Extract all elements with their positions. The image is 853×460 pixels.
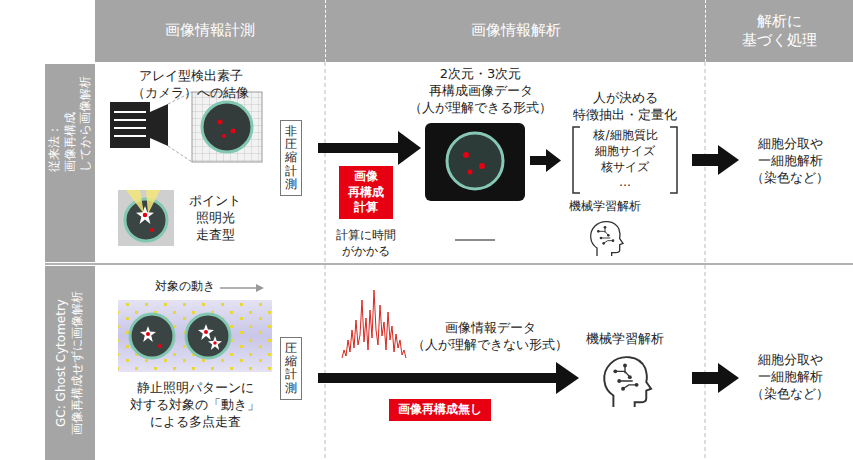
measure-box: 圧縮計測 [280, 337, 302, 400]
header-cell: 解析に 基づく処理 [705, 0, 853, 62]
text-label: 2次元・3次元 再構成画像データ （人が理解できる形式） [408, 66, 553, 117]
rotated-label: GC: Ghost Cytometry画像再構成せずに画像解析 [54, 291, 85, 435]
node-text: GC: Ghost Cytometry [54, 291, 70, 435]
node-text: 画像再構成無し [397, 402, 483, 418]
header-cell: 画像情報解析 [325, 0, 705, 62]
text-label: 核サイズ [600, 160, 650, 176]
vertical-text: 非圧縮計測 [285, 125, 297, 191]
text-label: 細胞分取や 一細胞解析 （染色など） [750, 136, 830, 187]
text-label: 細胞サイズ [594, 144, 656, 160]
node-text: 画像 再構成 計算 [347, 169, 385, 216]
text-label: 静止照明パターンに 対する対象の「動き」 による多点走査 [129, 380, 261, 431]
text-label: 細胞分取や 一細胞解析 （染色など） [750, 352, 830, 403]
node-text: 従来法：画像再構成 してから画像解析 [47, 154, 94, 172]
node-text: 画像情報計測 [164, 21, 256, 41]
header-cell: 画像情報計測 [95, 0, 325, 62]
text-label: 機械学習解析 [585, 331, 665, 348]
text-label: 人が決める 特徴抽出・定量化 [572, 90, 678, 124]
measure-box: 非圧縮計測 [280, 120, 302, 196]
text-label: 対象の動き [154, 279, 216, 295]
node-text: 画像情報解析 [470, 21, 562, 41]
header-cell: 従来法：画像再構成 してから画像解析 [45, 64, 95, 262]
red-box: 画像再構成無し [389, 399, 491, 421]
node-text: 解析に 基づく処理 [741, 12, 818, 51]
text-label: 核/細胞質比 [592, 128, 659, 144]
text-label: … [618, 175, 632, 191]
text-label: アレイ型検出素子 （カメラ）への結像 [131, 68, 250, 102]
text-label: ポイント 照明光 走査型 [188, 193, 242, 244]
text-label: 機械学習解析 [568, 199, 642, 215]
text-label: 計算に時間 がかかる [335, 228, 397, 259]
header-cell: GC: Ghost Cytometry画像再構成せずに画像解析 [45, 266, 95, 460]
text-label: 画像情報データ （人が理解できない形式） [411, 320, 569, 354]
vertical-text: 圧縮計測 [285, 342, 297, 395]
rotated-label: 従来法：画像再構成 してから画像解析 [47, 154, 94, 172]
node-text: 画像再構成せずに画像解析 [70, 291, 86, 435]
red-box: 画像 再構成 計算 [339, 166, 393, 219]
